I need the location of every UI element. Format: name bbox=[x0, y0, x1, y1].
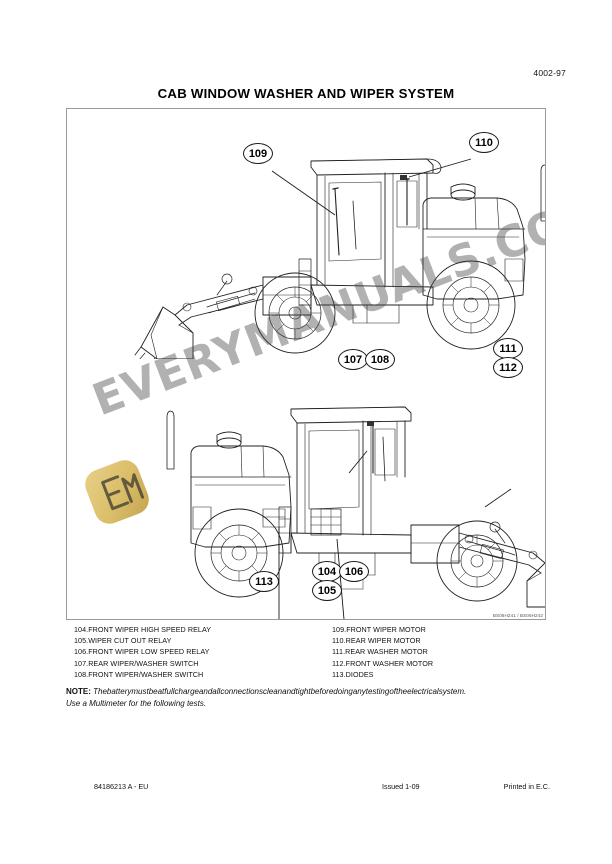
legend-item: 104.FRONT WIPER HIGH SPEED RELAY bbox=[74, 625, 212, 634]
illustration-top-loader bbox=[67, 109, 545, 359]
callout-110[interactable]: 110 bbox=[469, 132, 499, 153]
callout-104[interactable]: 104 bbox=[312, 561, 342, 582]
figure-frame: 109 110 bbox=[66, 108, 546, 620]
legend-item: 110.REAR WIPER MOTOR bbox=[332, 636, 421, 646]
note-line-2: Use a Multimeter for the following tests… bbox=[66, 699, 207, 709]
callout-108[interactable]: 108 bbox=[365, 349, 395, 370]
legend-item: 112.FRONT WASHER MOTOR bbox=[332, 658, 434, 668]
legend-item: 109.FRONT WIPER MOTOR bbox=[332, 625, 426, 634]
callout-111[interactable]: 111 bbox=[493, 338, 523, 359]
legend-item: 111.REAR WASHER MOTOR bbox=[332, 647, 428, 657]
figure-reference-code: BS06H241 / BS06H242 bbox=[492, 613, 543, 618]
footer-document-number: 84186213 A - EU bbox=[94, 782, 149, 791]
legend-item: 106.FRONT WIPER LOW SPEED RELAY bbox=[74, 647, 210, 657]
callout-109[interactable]: 109 bbox=[243, 143, 273, 164]
legend-item: 107.REAR WIPER/WASHER SWITCH bbox=[74, 658, 199, 668]
page-title: CAB WINDOW WASHER AND WIPER SYSTEM bbox=[157, 86, 455, 101]
legend-item: 108.FRONT WIPER/WASHER SWITCH bbox=[74, 669, 204, 679]
legend-left-column: 104.FRONT WIPER HIGH SPEED RELAY 105.WIP… bbox=[74, 624, 211, 680]
callout-106[interactable]: 106 bbox=[339, 561, 369, 582]
note-label: NOTE: bbox=[66, 687, 91, 696]
callout-107[interactable]: 107 bbox=[338, 349, 368, 370]
callout-113[interactable]: 113 bbox=[249, 571, 279, 592]
legend-item: 105.WIPER CUT OUT RELAY bbox=[74, 636, 172, 646]
legend-item: 113.DIODES bbox=[332, 669, 374, 679]
page-footer: 84186213 A - EU Issued 1-09 Printed in E… bbox=[66, 782, 550, 796]
legend: 104.FRONT WIPER HIGH SPEED RELAY 105.WIP… bbox=[66, 624, 546, 686]
note-line-1: Thebatterymustbeatfullchargeandallconnec… bbox=[93, 687, 467, 696]
illustration-bottom-loader bbox=[67, 359, 545, 619]
callout-112[interactable]: 112 bbox=[493, 357, 523, 378]
footer-print-location: Printed in E.C. bbox=[503, 782, 550, 791]
footer-issue-date: Issued 1-09 bbox=[382, 782, 420, 791]
legend-right-column: 109.FRONT WIPER MOTOR 110.REAR WIPER MOT… bbox=[332, 624, 433, 680]
callout-105[interactable]: 105 bbox=[312, 580, 342, 601]
note-block: NOTE: Thebatterymustbeatfullchargeandall… bbox=[66, 686, 550, 711]
page-number: 4002-97 bbox=[533, 68, 566, 78]
